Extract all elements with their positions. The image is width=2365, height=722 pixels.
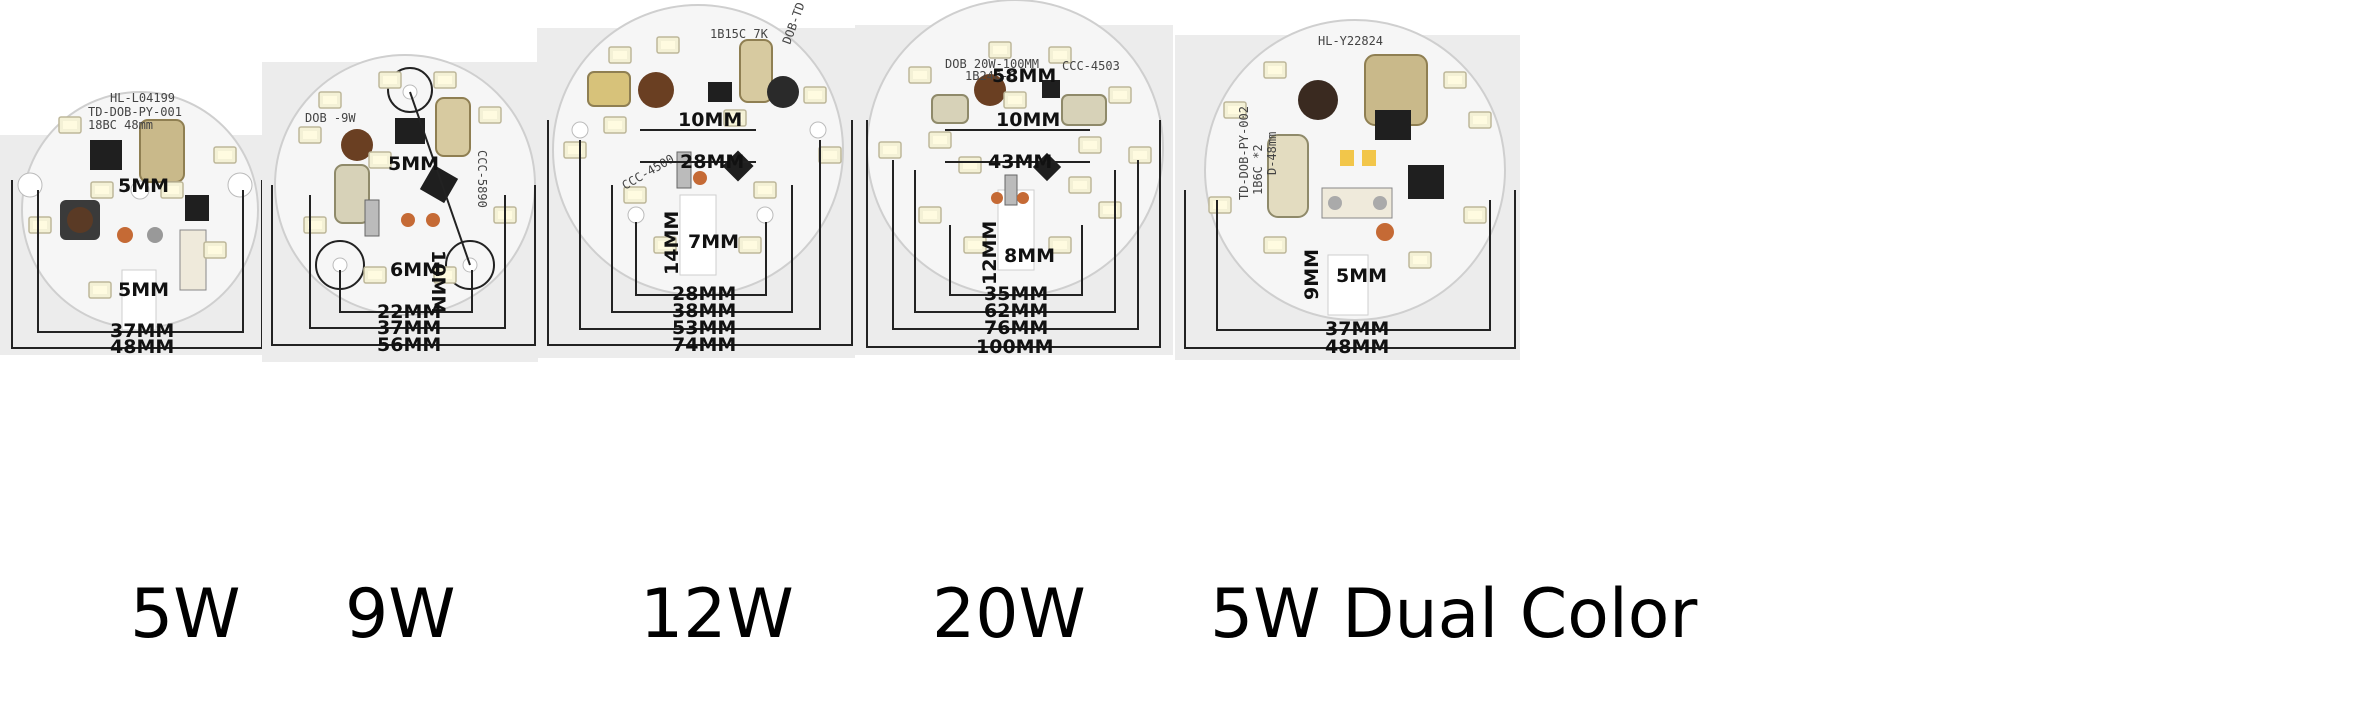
dim-dual-inner-5: 5MM [1336, 265, 1387, 287]
silkscreen-dual-1: HL-Y22824 [1318, 34, 1383, 48]
dim-dual-37: 37MM [1325, 318, 1389, 340]
dim-20w-inner-12: 12MM [979, 221, 1001, 285]
dim-20w-100: 100MM [976, 336, 1053, 358]
dim-20w-35: 35MM [984, 283, 1048, 305]
dim-dual-48: 48MM [1325, 336, 1389, 358]
silkscreen-5w-3: 18BC 48mm [88, 118, 153, 132]
caption-20w: 20W [932, 575, 1086, 654]
dim-9w-22: 22MM [377, 301, 441, 323]
silkscreen-20w-2: 1B24C-6 [965, 69, 1016, 83]
dim-5w-inner-2: 5MM [118, 279, 169, 301]
board-9w: DOB -9W CCC-5890 5MM 6MM 10MM 22MM 37MM … [262, 54, 538, 362]
caption-5w: 5W [130, 575, 241, 654]
board-5w: HL-L04199 TD-DOB-PY-001 18BC 48mm 5MM 5M… [0, 91, 263, 358]
silkscreen-20w-3: CCC-4503 [1062, 59, 1120, 73]
silkscreen-12w-1: 1B15C 7K [710, 27, 769, 41]
dim-9w-56: 56MM [377, 334, 441, 356]
dim-5w-48: 48MM [110, 336, 174, 358]
silkscreen-9w-2: CCC-5890 [475, 150, 489, 208]
silkscreen-9w-1: DOB -9W [305, 111, 356, 125]
dim-12w-38: 38MM [672, 300, 736, 322]
silkscreen-dual-3: 1B6C *2 [1251, 144, 1265, 195]
board-20w: DOB 20W-100MM 1B24C-6 CCC-4503 58MM 10MM… [855, 0, 1173, 358]
board-12w: 1B15C 7K DOB-TD 12W CCC-4500 10MM 28MM 7… [537, 0, 855, 358]
dim-12w-28: 28MM [672, 283, 736, 305]
caption-5w-dual-color: 5W Dual Color [1210, 575, 1698, 654]
dim-dual-inner-9: 9MM [1301, 249, 1323, 300]
silkscreen-dual-4: D-48mm [1265, 132, 1279, 175]
silkscreen-5w-2: TD-DOB-PY-001 [88, 105, 182, 119]
dim-12w-74: 74MM [672, 334, 736, 356]
dim-20w-inner-58: 58MM [992, 65, 1056, 87]
dim-20w-inner-43: 43MM [988, 151, 1052, 173]
caption-9w: 9W [345, 575, 456, 654]
dim-20w-inner-8: 8MM [1004, 245, 1055, 267]
dim-12w-inner-10: 10MM [678, 109, 742, 131]
silkscreen-dual-2: TD-DOB-PY-002 [1237, 106, 1251, 200]
dim-9w-inner-6: 6MM [390, 259, 441, 281]
dim-12w-inner-7: 7MM [688, 231, 739, 253]
dim-12w-inner-28: 28MM [680, 151, 744, 173]
dim-20w-76: 76MM [984, 317, 1048, 339]
silkscreen-20w-1: DOB 20W-100MM [945, 57, 1039, 71]
dim-12w-inner-14: 14MM [661, 211, 683, 275]
dim-20w-inner-10: 10MM [996, 109, 1060, 131]
dim-9w-37: 37MM [377, 317, 441, 339]
caption-12w: 12W [640, 575, 794, 654]
silkscreen-5w-1: HL-L04199 [110, 91, 175, 105]
dim-5w-37: 37MM [110, 320, 174, 342]
dim-5w-inner-1: 5MM [118, 175, 169, 197]
dim-12w-53: 53MM [672, 317, 736, 339]
dim-9w-inner-5: 5MM [388, 153, 439, 175]
dim-20w-62: 62MM [984, 300, 1048, 322]
board-5w-dual-color: HL-Y22824 TD-DOB-PY-002 1B6C *2 D-48mm 5… [1175, 19, 1520, 360]
dim-9w-inner-10: 10MM [427, 250, 449, 314]
